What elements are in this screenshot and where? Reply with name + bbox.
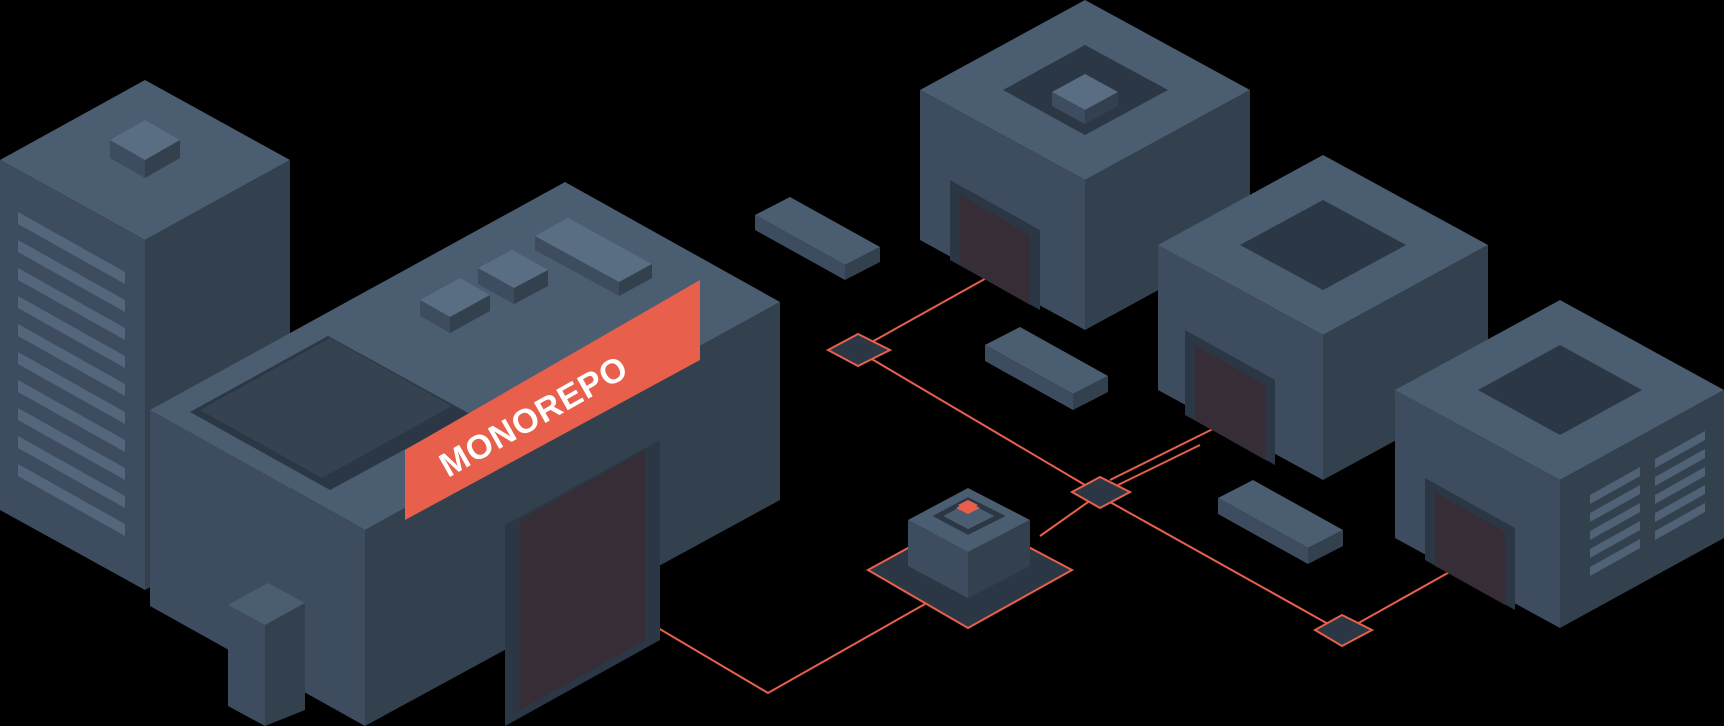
line-center-to-box2b bbox=[1117, 444, 1201, 486]
tower-window-slats bbox=[18, 212, 125, 536]
line-center-to-node3 bbox=[1109, 501, 1331, 626]
line-node1-to-center bbox=[869, 357, 1086, 486]
package-box-3 bbox=[1395, 300, 1724, 628]
package-brick-2 bbox=[985, 327, 1108, 410]
cpu-chip-icon bbox=[865, 488, 1075, 630]
connection-node-icon bbox=[825, 332, 893, 368]
connection-node-center bbox=[1069, 475, 1133, 510]
connection-lines bbox=[559, 275, 1479, 695]
box3-vent-slats bbox=[1590, 431, 1705, 576]
package-box-icon bbox=[920, 0, 1250, 330]
package-brick-icon bbox=[755, 197, 880, 280]
connection-node-lower bbox=[1312, 613, 1375, 648]
package-brick-3 bbox=[1218, 480, 1343, 564]
monorepo-building-icon: MONOREPO bbox=[150, 182, 780, 726]
line-node1-to-box1 bbox=[869, 275, 991, 344]
package-box-2 bbox=[1158, 155, 1488, 480]
